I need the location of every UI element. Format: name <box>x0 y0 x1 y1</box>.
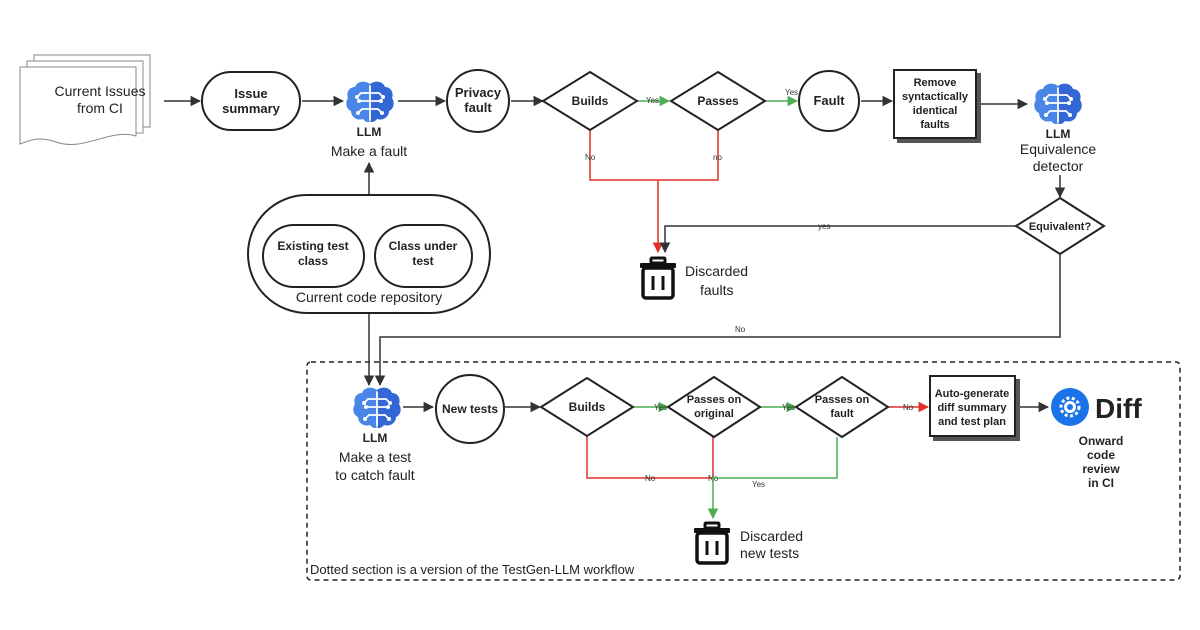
existing-test-label-1: Existing test <box>277 239 348 253</box>
section-note: Dotted section is a version of the TestG… <box>310 562 635 577</box>
builds-top-node: Builds <box>541 70 639 132</box>
diff-caption-3: review <box>1082 462 1120 476</box>
gear-icon <box>1051 388 1089 426</box>
remove-label-4: faults <box>920 119 949 131</box>
llm-fault-caption: Make a fault <box>331 143 407 159</box>
discarded-faults-node: Discarded faults <box>638 256 748 300</box>
diff-caption-4: in CI <box>1088 476 1114 490</box>
trash-icon <box>638 256 678 300</box>
autogen-label-3: and test plan <box>938 416 1006 428</box>
fault-node: Fault <box>798 70 860 132</box>
passes-top-node: Passes <box>669 70 767 132</box>
label-pf-no: No <box>903 403 914 412</box>
passes-original-label-1: Passes on <box>687 394 742 406</box>
llm-fault-title: LLM <box>357 125 382 139</box>
edge-equiv-no <box>374 254 1061 387</box>
llm-equiv-title: LLM <box>1046 127 1071 141</box>
issue-summary-label-2: summary <box>222 101 281 116</box>
builds-bottom-node: Builds <box>539 376 635 438</box>
llm-test-caption-1: Make a test <box>339 449 411 465</box>
llm-test-caption-2: to catch fault <box>335 467 414 483</box>
code-repository-node: Existing test class Class under test Cur… <box>247 194 491 314</box>
equivalent-label: Equivalent? <box>1029 221 1092 233</box>
builds-top-label: Builds <box>572 94 609 108</box>
label-passes-yes: Yes <box>785 88 798 97</box>
equivalent-node: Equivalent? <box>1014 196 1106 256</box>
edge-builds-no <box>589 130 658 181</box>
repository-label: Current code repository <box>296 289 442 305</box>
brain-icon <box>345 80 395 123</box>
remove-duplicates-node: Remove syntactically identical faults <box>893 69 981 143</box>
diff-name: Diff <box>1095 393 1142 424</box>
edge-equiv-yes <box>659 225 1017 254</box>
new-tests-label: New tests <box>442 402 498 416</box>
passes-original-node: Passes on original <box>666 375 762 439</box>
passes-fault-node: Passes on fault <box>794 375 890 439</box>
class-under-test-label-1: Class under <box>389 239 458 253</box>
llm-equiv-caption-2: detector <box>1033 158 1084 174</box>
discarded-tests-label-1: Discarded <box>740 528 803 544</box>
remove-label-2: syntactically <box>902 91 969 103</box>
current-issues-label-2: from CI <box>77 100 123 116</box>
remove-label-1: Remove <box>914 77 957 89</box>
brain-icon <box>1033 82 1083 125</box>
diff-caption-2: code <box>1087 448 1115 462</box>
remove-label-3: identical <box>913 105 958 117</box>
current-issues-node: Current Issues from CI <box>19 54 151 145</box>
diff-node: Diff Onward code review in CI <box>1051 388 1142 490</box>
diff-caption-1: Onward <box>1079 434 1124 448</box>
autogen-label-1: Auto-generate <box>935 388 1010 400</box>
issue-summary-node: Issue summary <box>201 71 301 131</box>
privacy-fault-label-1: Privacy <box>455 85 502 100</box>
llm-make-test-node: LLM Make a test to catch fault <box>335 386 415 483</box>
edge-passes-fault-yes <box>707 437 838 520</box>
llm-test-title: LLM <box>363 431 388 445</box>
current-issues-label-1: Current Issues <box>54 83 145 99</box>
label-b2-no: No <box>645 474 656 483</box>
llm-equiv-caption-1: Equivalence <box>1020 141 1096 157</box>
trash-icon <box>692 521 732 565</box>
passes-fault-label-2: fault <box>830 408 854 420</box>
edge-passes-no <box>652 130 719 254</box>
issue-summary-label-1: Issue <box>234 86 267 101</box>
label-equiv-no: No <box>735 325 746 334</box>
discarded-tests-node: Discarded new tests <box>692 521 803 565</box>
label-equiv-yes: yes <box>818 222 830 231</box>
label-passes-no: no <box>713 153 722 162</box>
class-under-test-label-2: test <box>412 254 433 268</box>
passes-fault-label-1: Passes on <box>815 394 870 406</box>
builds-bottom-label: Builds <box>569 400 606 414</box>
discarded-tests-label-2: new tests <box>740 545 799 561</box>
autogen-node: Auto-generate diff summary and test plan <box>929 375 1020 441</box>
llm-make-fault-node: LLM Make a fault <box>331 80 407 159</box>
llm-equivalence-node: LLM Equivalence detector <box>1020 82 1096 174</box>
brain-icon <box>352 386 402 429</box>
passes-original-label-2: original <box>694 408 734 420</box>
passes-top-label: Passes <box>697 94 739 108</box>
label-b2-yes: Yes <box>654 403 667 412</box>
privacy-fault-label-2: fault <box>464 100 492 115</box>
discarded-faults-label-1: Discarded <box>685 263 748 279</box>
discarded-faults-label-2: faults <box>700 282 733 298</box>
label-pf-yes: Yes <box>752 480 765 489</box>
privacy-fault-node: Privacy fault <box>446 69 510 133</box>
new-tests-node: New tests <box>435 374 505 444</box>
edge-builds2-no <box>586 436 713 479</box>
label-builds-no: No <box>585 153 596 162</box>
autogen-label-2: diff summary <box>937 402 1007 414</box>
label-builds-yes: Yes <box>646 96 659 105</box>
testgen-section-border <box>306 361 1181 581</box>
existing-test-label-2: class <box>298 254 328 268</box>
label-po-yes: Yes <box>782 403 795 412</box>
fault-label: Fault <box>813 93 845 108</box>
